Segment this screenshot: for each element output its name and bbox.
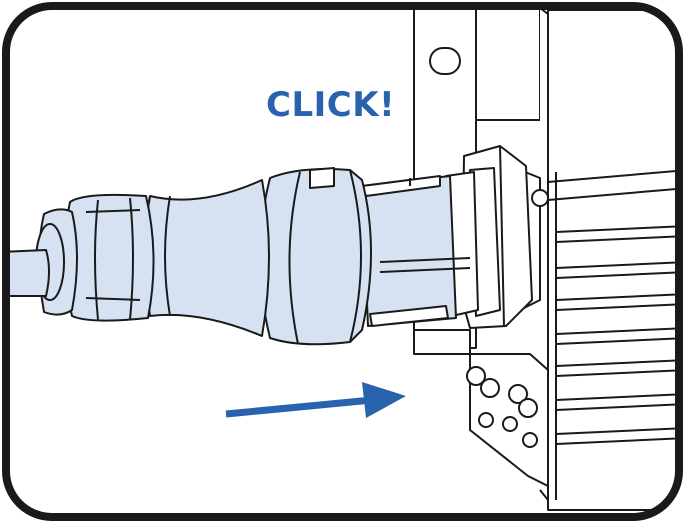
plug-sleeve bbox=[361, 175, 457, 327]
device-enclosure bbox=[413, 7, 679, 511]
mounting-slot bbox=[429, 47, 461, 75]
panel-socket bbox=[445, 145, 533, 329]
cable bbox=[6, 249, 50, 297]
heatsink-fins bbox=[547, 12, 679, 500]
click-callout: CLICK! bbox=[266, 85, 396, 125]
arrow-right-icon bbox=[225, 382, 406, 418]
connector-plug bbox=[35, 167, 471, 346]
plug-grip bbox=[143, 179, 270, 337]
